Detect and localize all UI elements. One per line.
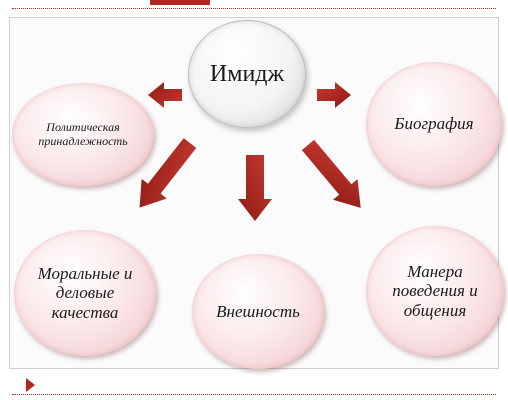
- arrow-to-manner: [301, 139, 361, 208]
- node-manner: Манера поведения и общения: [366, 226, 504, 356]
- arrow-to-appearance: [238, 155, 272, 221]
- node-political: Политическая принадлежность: [12, 83, 154, 186]
- bottom-dotted-rule: [12, 394, 496, 395]
- node-appearance: Внешность: [192, 254, 324, 369]
- slide-top-decoration: [0, 0, 508, 12]
- node-qualities: Моральные и деловые качества: [14, 230, 156, 356]
- arrow-to-political: [148, 82, 182, 108]
- node-appearance-label: Внешность: [216, 301, 300, 321]
- arrow-to-qualities: [139, 138, 197, 208]
- node-center-image: Имидж: [188, 20, 306, 128]
- slide-bullet-icon: [26, 378, 35, 392]
- node-biography: Биография: [366, 62, 502, 186]
- node-qualities-label: Моральные и деловые качества: [37, 263, 133, 322]
- node-center-label: Имидж: [209, 60, 285, 87]
- node-manner-label: Манера поведения и общения: [392, 261, 478, 320]
- arrow-to-biography: [317, 82, 351, 108]
- node-biography-label: Биография: [394, 114, 474, 134]
- node-political-label: Политическая принадлежность: [38, 119, 128, 148]
- title-underline: [150, 0, 210, 5]
- top-dotted-rule: [12, 8, 496, 9]
